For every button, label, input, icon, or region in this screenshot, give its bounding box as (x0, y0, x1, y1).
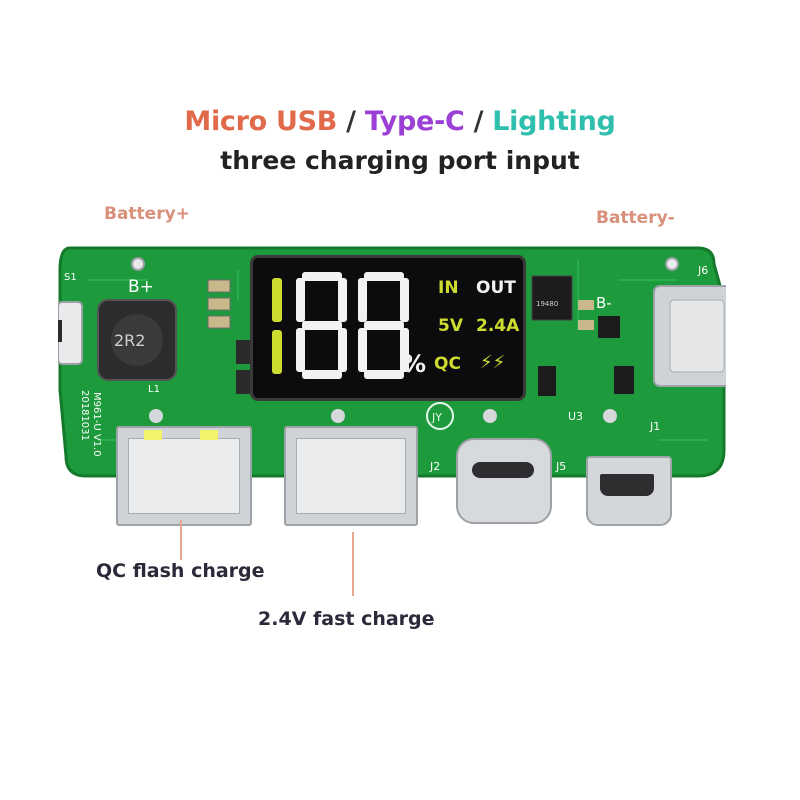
lcd-digit-one (272, 278, 282, 374)
silk-b-plus: B+ (128, 277, 154, 297)
silk-s1: S1 (64, 272, 77, 283)
silk-j5: J5 (555, 460, 566, 473)
mount-hole (665, 257, 679, 271)
lcd-qc: QC (434, 354, 461, 374)
silk-date: 20181031 (79, 390, 90, 441)
silk-j1: J1 (649, 420, 660, 433)
lcd-percent: % (402, 350, 427, 378)
type-c-port (456, 438, 552, 524)
battery-minus-label: Battery- (596, 208, 675, 228)
qc-flash-charge-label: QC flash charge (96, 560, 265, 582)
silk-l1: L1 (148, 384, 160, 395)
lcd-volt: 5V (438, 316, 463, 336)
silk-j2: J2 (429, 460, 440, 473)
lcd-out: OUT (476, 278, 516, 298)
micro-usb-port (586, 456, 672, 526)
lcd-in: IN (438, 278, 459, 298)
callout-line (180, 520, 182, 560)
headline-separator: / (464, 106, 493, 137)
lcd-digit-eight (296, 272, 347, 379)
port-led (200, 430, 218, 440)
fast-charge-label: 2.4V fast charge (258, 608, 435, 630)
switch-knob (58, 320, 62, 342)
lcd-amp: 2.4A (476, 316, 520, 336)
silk-inductor: 2R2 (114, 331, 145, 350)
battery-plus-label: Battery+ (104, 204, 190, 224)
silk-u3: U3 (568, 410, 583, 423)
usb-a-port (284, 426, 418, 526)
subheadline: three charging port input (220, 146, 580, 175)
headline: Micro USB / Type-C / Lighting (0, 106, 800, 137)
port-led (144, 430, 162, 440)
usb-a-qc-port (116, 426, 252, 526)
headline-lighting: Lighting (492, 106, 616, 137)
lcd-digit-eight (358, 272, 409, 379)
lcd-digits (272, 272, 409, 379)
silk-ic: 19480 (536, 300, 558, 308)
headline-type-c: Type-C (364, 106, 465, 137)
mount-hole (131, 257, 145, 271)
silk-b-minus: B- (596, 294, 612, 312)
silk-model: M961-U V1.0 (91, 392, 102, 457)
silk-j6: J6 (697, 264, 708, 277)
slide-switch (58, 301, 83, 365)
callout-line (352, 532, 354, 596)
ic-chip (531, 275, 573, 321)
headline-micro-usb: Micro USB (184, 106, 338, 137)
headline-separator: / (337, 106, 365, 137)
brand-logo (426, 402, 454, 430)
silk-brand: JY (431, 411, 442, 424)
lcd-bolt-icon: ⚡⚡ (480, 352, 506, 373)
